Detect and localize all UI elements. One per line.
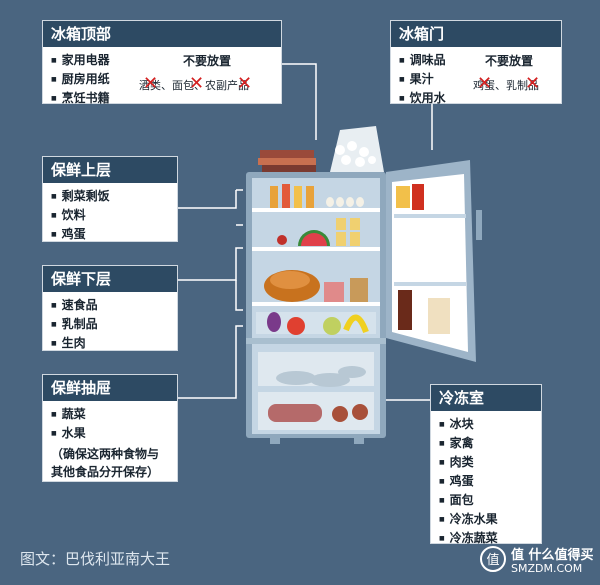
list-item: 速食品 <box>51 296 169 315</box>
image-credit: 图文：巴伐利亚南大王 <box>20 550 171 568</box>
svg-text:值: 值 <box>486 552 499 568</box>
watermark-sub: SMZDM.COM <box>511 562 583 575</box>
door-not-title: 不要放置 <box>485 54 534 68</box>
crisper-drawer-section-list: 蔬菜 水果 <box>43 401 177 443</box>
list-item: 鸡蛋 <box>51 225 169 244</box>
lower-fresh-section-title: 保鲜下层 <box>43 266 177 292</box>
upper-fresh-section-title: 保鲜上层 <box>43 157 177 183</box>
upper-fresh-section-box: 保鲜上层 剩菜剩饭 饮料 鸡蛋 <box>42 156 178 242</box>
cross-icon: ✕ <box>237 73 253 94</box>
cross-icon: ✕ <box>143 73 159 94</box>
list-item: 家禽 <box>439 434 533 453</box>
freezer-section-box: 冷冻室 冰块 家禽 肉类 鸡蛋 面包 冷冻水果 冷冻蔬菜 <box>430 384 542 545</box>
list-item: 冷冻蔬菜 <box>439 529 533 548</box>
list-item: 饮用水 <box>399 89 553 108</box>
list-item: 蔬菜 <box>51 405 169 424</box>
lower-fresh-section-list: 速食品 乳制品 生肉 <box>43 292 177 353</box>
list-item: 烹饪书籍 <box>51 89 273 108</box>
list-item: 厨房用纸 <box>51 70 273 89</box>
smzdm-logo-icon: 值 <box>480 546 506 572</box>
crisper-drawer-section-title: 保鲜抽屉 <box>43 375 177 401</box>
list-item: 生肉 <box>51 334 169 353</box>
list-item: 饮料 <box>51 206 169 225</box>
list-item: 冰块 <box>439 415 533 434</box>
cross-icon: ✕ <box>525 73 541 94</box>
cross-icon: ✕ <box>189 73 205 94</box>
list-item: 肉类 <box>439 453 533 472</box>
watermark-main: 值 什么值得买 <box>511 548 594 563</box>
door-section-title: 冰箱门 <box>391 21 561 47</box>
door-section-box: 冰箱门 调味品 果汁 饮用水 不要放置 鸡蛋、乳制品 ✕ ✕ <box>390 20 562 105</box>
list-item: 鸡蛋 <box>439 472 533 491</box>
list-item: 家用电器 <box>51 51 273 70</box>
list-item: 水果 <box>51 424 169 443</box>
list-item: 冷冻水果 <box>439 510 533 529</box>
list-item: 剩菜剩饭 <box>51 187 169 206</box>
top-section-title: 冰箱顶部 <box>43 21 281 47</box>
upper-fresh-section-list: 剩菜剩饭 饮料 鸡蛋 <box>43 183 177 244</box>
crisper-drawer-section-box: 保鲜抽屉 蔬菜 水果 （确保这两种食物与其他食品分开保存） <box>42 374 178 482</box>
top-section-box: 冰箱顶部 家用电器 厨房用纸 烹饪书籍 不要放置 酒类、面包、农副产品 ✕ ✕ … <box>42 20 282 105</box>
door-not-items: 鸡蛋、乳制品 <box>473 79 539 92</box>
crisper-drawer-note: （确保这两种食物与其他食品分开保存） <box>51 447 160 479</box>
list-item: 果汁 <box>399 70 553 89</box>
list-item: 乳制品 <box>51 315 169 334</box>
door-section-list: 调味品 果汁 饮用水 <box>391 47 561 108</box>
list-item: 面包 <box>439 491 533 510</box>
top-section-list: 家用电器 厨房用纸 烹饪书籍 <box>43 47 281 108</box>
freezer-section-title: 冷冻室 <box>431 385 541 411</box>
top-not-title: 不要放置 <box>183 54 232 68</box>
lower-fresh-section-box: 保鲜下层 速食品 乳制品 生肉 <box>42 265 178 351</box>
cross-icon: ✕ <box>477 73 493 94</box>
list-item: 调味品 <box>399 51 553 70</box>
top-not-items: 酒类、面包、农副产品 <box>139 79 249 92</box>
freezer-section-list: 冰块 家禽 肉类 鸡蛋 面包 冷冻水果 冷冻蔬菜 <box>431 411 541 548</box>
